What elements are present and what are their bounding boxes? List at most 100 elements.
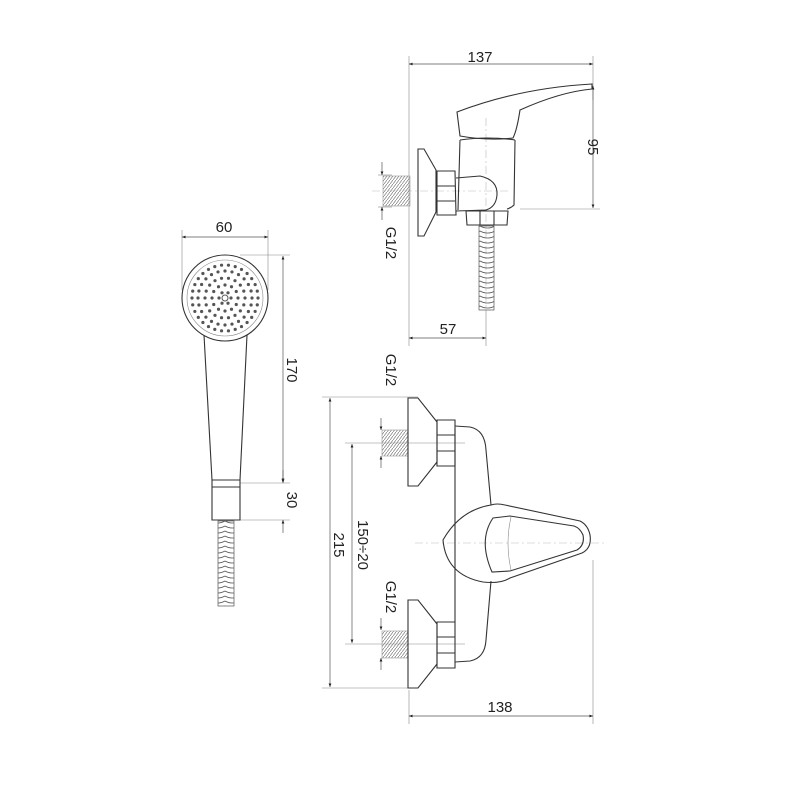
thread-bottom [381,630,409,659]
nut-bottom [436,621,456,669]
nozzle-dot [236,319,241,323]
nozzle-dot [208,309,212,313]
nozzle-dot [193,282,197,287]
hand-shower: 60 170 30 [181,219,300,607]
label-95: 95 [584,139,601,156]
nozzle-dot [208,283,212,287]
nozzle-dot [255,303,259,307]
nozzle-dot [243,296,247,300]
nozzle-dot [219,316,224,320]
nozzle-dot [226,329,231,333]
escutcheon-top [407,397,438,487]
nozzle-dot [250,296,254,300]
nozzle-dot [250,315,254,319]
side-view: 137 95 G1/2 57 [372,49,601,346]
nozzle-dot [190,296,194,300]
nozzle-dot [246,309,250,314]
label-170: 170 [283,357,300,382]
nozzle-dot [229,285,234,289]
nozzle-dot [209,273,214,277]
nozzle-dot [204,303,208,307]
nozzle-dot [255,289,259,293]
nozzle-dot [229,296,233,300]
nozzle-dot [233,279,237,283]
nozzle-dot [196,315,200,319]
center-nozzle [221,294,229,302]
mixer-body [457,137,516,211]
nozzle-dot [213,327,217,331]
nozzle-dot [223,309,227,313]
label-g12-top: G1/2 [382,354,399,387]
hose [478,225,495,311]
nozzle-dot [216,270,220,274]
mixer-body-front [454,425,492,663]
shower-head [181,254,269,342]
nozzle-dot [203,296,207,300]
nozzle-dot [216,285,221,289]
hex-nut [436,170,457,216]
nozzle-dot [219,329,224,333]
nozzle-dot [253,309,257,314]
nozzle-dot [196,277,200,281]
nozzle-dot [226,316,231,320]
nozzle-dot [233,327,237,331]
label-150: 150÷20 [354,520,371,570]
nozzle-dot [250,277,254,281]
nozzle-dot [253,282,257,287]
nozzle-dot [229,307,234,311]
nozzle-dot [233,313,237,317]
label-30: 30 [283,492,300,509]
nozzle-dot [223,283,227,287]
nozzle-dot [226,276,231,280]
nozzle-dot [246,282,250,287]
nozzle-dot [216,307,221,311]
nozzle-dot [196,296,200,300]
nozzle-dot [206,324,211,329]
nozzle-dot [239,267,244,272]
nozzle-dot [245,271,249,276]
nozzle-dot [191,289,195,293]
nozzle-dot [242,289,246,293]
nozzle-dot [230,270,234,274]
thread-top [381,429,409,457]
nozzle-dot [204,315,208,319]
label-60: 60 [216,219,233,236]
escutcheon [417,148,437,237]
nozzle-dot [193,309,197,314]
nozzle-dot [201,271,205,276]
nozzle-dot [230,322,234,326]
handle-ring [211,479,241,521]
nozzle-dot [226,291,230,295]
nozzle-dot [216,322,220,326]
nozzle-dot [234,302,238,307]
nozzle-dot [210,296,214,300]
nozzle-dot [200,282,204,287]
nozzle-dot [239,324,244,329]
label-137: 137 [467,49,492,66]
nozzle-dot [233,265,237,269]
nozzle-dot [238,309,242,313]
label-138: 138 [487,699,512,716]
lever [456,83,593,140]
nozzle-dot [206,267,211,272]
thread [382,175,411,207]
spray-nozzles [190,263,260,333]
nozzle-dot [209,319,214,323]
nozzle-dot [236,296,240,300]
nozzle-dot [201,320,205,325]
label-g12-side: G1/2 [382,227,399,260]
label-57: 57 [440,321,457,338]
nozzle-dot [249,289,253,293]
label-g12-bottom: G1/2 [382,581,399,614]
elbow [455,175,498,212]
nozzle-dot [249,303,253,307]
nozzle-dot [256,296,260,300]
nozzle-dot [242,315,246,319]
nozzle-dot [219,276,224,280]
nozzle-dot [245,320,249,325]
nozzle-dot [223,269,227,273]
front-view: G1/2 G1/2 150÷20 215 138 [322,354,605,724]
nozzle-dot [212,302,216,307]
